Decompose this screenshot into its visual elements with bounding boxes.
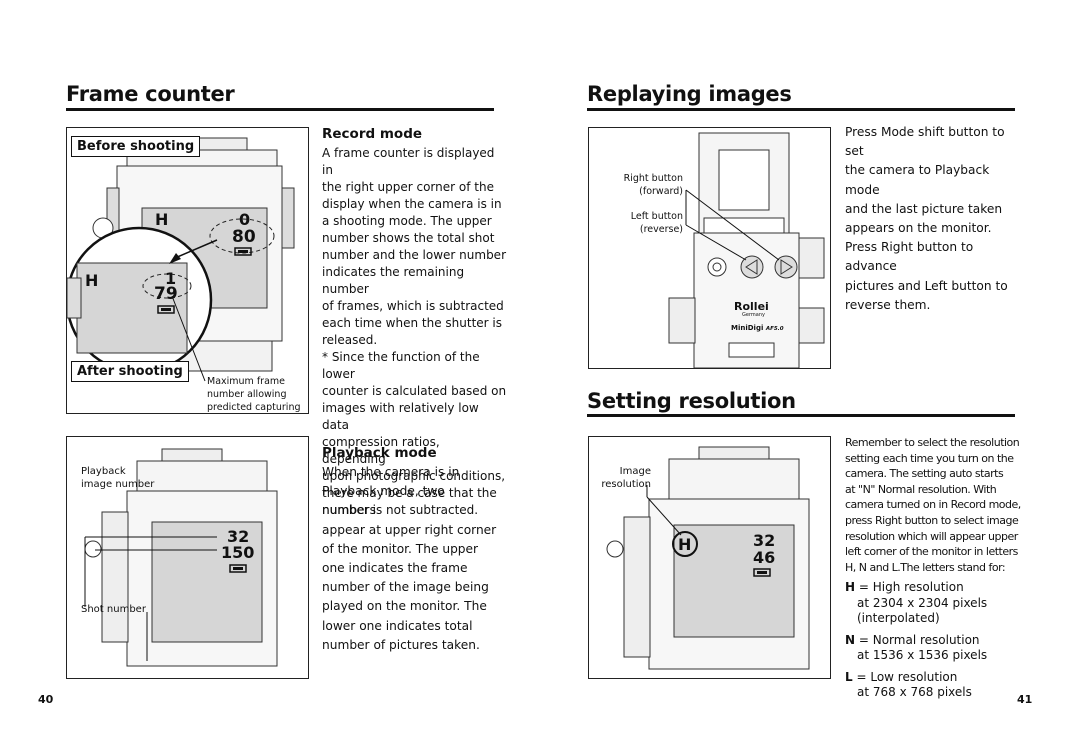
counter-lower-zoom: 79 <box>154 284 178 304</box>
replay-instructions: Press Mode shift button to set the camer… <box>845 125 1008 312</box>
model-name: MiniDigi AF5.0 <box>731 324 784 332</box>
resolution-low-detail: at 768 x 768 pixels <box>857 685 972 699</box>
resolution-upper-number: 32 <box>753 531 776 550</box>
battery-icon <box>234 247 252 256</box>
battery-icon-zoom <box>157 305 175 314</box>
resolution-title-rule <box>587 414 1015 417</box>
playback-image-number-label: Playback image number <box>81 466 155 490</box>
resolution-figure: Image resolution H 32 46 <box>588 436 831 679</box>
resolution-list: H = High resolution at 2304 x 2304 pixel… <box>845 580 1025 701</box>
right-button-label: Right button (forward) <box>623 173 683 197</box>
resolution-letter: H <box>678 535 692 554</box>
mode-letter-top: H <box>155 210 169 229</box>
brand-sub: Germany <box>742 312 765 318</box>
playback-upper-number: 32 <box>227 527 250 546</box>
left-button-label: Left button (reverse) <box>630 211 683 235</box>
resolution-high: H = High resolution <box>845 580 964 594</box>
maximum-frame-note: Maximum frame number allowing predicted … <box>207 376 301 413</box>
playback-lower-number: 150 <box>221 543 255 562</box>
resolution-instructions: Remember to select the resolution settin… <box>845 436 1021 574</box>
playback-mode-heading: Playback mode <box>322 445 437 461</box>
replaying-images-title: Replaying images <box>587 82 792 106</box>
resolution-high-detail: at 2304 x 2304 pixels (interpolated) <box>857 595 988 626</box>
replay-buttons-figure: Right button (forward) Left button (reve… <box>588 127 831 369</box>
counter-upper-top: 0 <box>239 210 251 229</box>
battery-icon-playback <box>229 564 247 573</box>
frame-counter-figure: Before shooting H 0 80 H 1 79 After shoo… <box>66 127 309 414</box>
page-number-right: 41 <box>1017 693 1033 706</box>
counter-lower-top: 80 <box>232 227 256 247</box>
playback-mode-text: When the camera is in Playback mode, two… <box>322 465 497 652</box>
record-mode-heading: Record mode <box>322 126 423 142</box>
record-mode-text: A frame counter is displayed in the righ… <box>322 146 507 517</box>
page-number-left: 40 <box>38 693 54 706</box>
right-arrow-icon <box>780 259 793 275</box>
image-resolution-label: Image resolution <box>601 466 651 490</box>
replay-title-rule <box>587 108 1015 111</box>
counter-upper-zoom: 1 <box>165 269 177 288</box>
frame-counter-title: Frame counter <box>66 82 235 106</box>
resolution-normal-detail: at 1536 x 1536 pixels <box>857 648 988 662</box>
resolution-low: L = Low resolution <box>845 669 958 684</box>
after-shooting-label: After shooting <box>71 361 189 382</box>
shot-number-label: Shot number <box>81 604 146 615</box>
battery-icon-resolution <box>753 568 771 577</box>
playback-camera-illustration <box>84 448 278 667</box>
mode-letter-zoom: H <box>85 271 99 290</box>
title-rule <box>66 108 494 111</box>
resolution-camera-illustration <box>606 446 810 670</box>
playback-figure: Playback image number 32 150 Shot number <box>66 436 309 679</box>
resolution-normal: N = Normal resolution <box>845 632 980 647</box>
resolution-lower-number: 46 <box>753 548 776 567</box>
brand-logo: Rollei <box>734 300 769 313</box>
setting-resolution-title: Setting resolution <box>587 389 796 413</box>
replay-camera-illustration <box>668 132 825 368</box>
before-shooting-label: Before shooting <box>71 136 201 157</box>
left-arrow-icon <box>745 259 758 275</box>
